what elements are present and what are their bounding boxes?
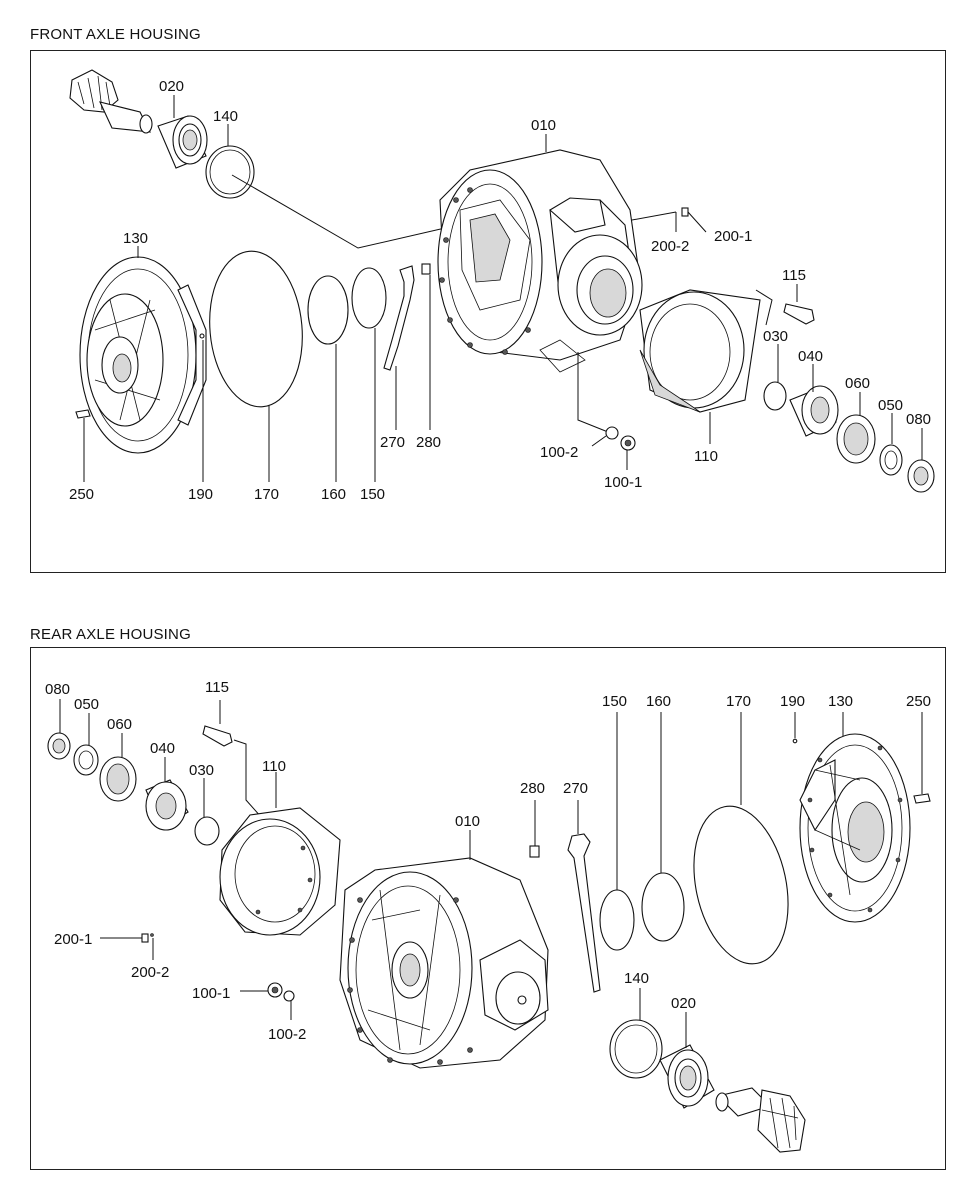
rear-label-200-2: 200-2	[131, 964, 169, 981]
rear-bolt-250	[913, 793, 931, 804]
front-tube-270	[383, 265, 415, 371]
front-label-270: 270	[380, 434, 405, 451]
front-oring-160	[307, 275, 349, 345]
rear-label-050: 050	[74, 696, 99, 713]
rear-label-020: 020	[671, 995, 696, 1012]
rear-sleeve-110	[219, 807, 341, 936]
front-label-100-2: 100-2	[540, 444, 578, 461]
front-label-115: 115	[782, 267, 806, 284]
front-assembly-line-140	[231, 174, 446, 249]
front-oring-150	[351, 267, 387, 329]
front-fitting-280	[421, 263, 431, 275]
rear-bearing-040	[145, 779, 189, 831]
front-label-010: 010	[531, 117, 556, 134]
rear-label-100-1: 100-1	[192, 985, 230, 1002]
front-bearing-020	[157, 115, 208, 169]
front-diagram-frame	[30, 50, 946, 573]
rear-label-170: 170	[726, 693, 751, 710]
front-bearing-040	[789, 385, 839, 437]
rear-oring-030	[194, 816, 220, 846]
rear-label-080: 080	[45, 681, 70, 698]
front-seal-060-inner	[843, 422, 869, 456]
front-label-130: 130	[123, 230, 148, 247]
rear-washer-050	[73, 744, 99, 776]
front-label-110: 110	[694, 448, 718, 465]
front-sleeve-110	[639, 289, 761, 413]
front-pinion-gear	[69, 69, 153, 134]
front-pin-190	[199, 333, 205, 339]
rear-diagram-frame	[30, 647, 946, 1170]
rear-label-040: 040	[150, 740, 175, 757]
rear-label-270: 270	[563, 780, 588, 797]
front-plug-200-1	[681, 207, 689, 217]
front-bolt-250	[75, 409, 91, 419]
rear-bearing-020	[659, 1044, 715, 1109]
rear-ball-200-2	[150, 933, 154, 937]
front-label-030: 030	[763, 328, 788, 345]
rear-label-060: 060	[107, 716, 132, 733]
front-oring-100-2	[605, 426, 619, 440]
front-leader-115-assembly	[755, 289, 773, 326]
front-oring-030	[763, 381, 787, 411]
rear-label-010: 010	[455, 813, 480, 830]
rear-oring-140	[609, 1019, 663, 1079]
rear-pin-190	[792, 738, 798, 744]
front-label-060: 060	[845, 375, 870, 392]
rear-label-250: 250	[906, 693, 931, 710]
rear-oring-170	[693, 805, 789, 965]
front-label-050: 050	[878, 397, 903, 414]
rear-label-140: 140	[624, 970, 649, 987]
front-leader-200-1	[687, 211, 707, 233]
front-label-150: 150	[360, 486, 385, 503]
front-leader-200-2	[631, 211, 677, 221]
rear-pinion-gear	[715, 1087, 806, 1153]
front-label-140: 140	[213, 108, 238, 125]
front-oring-140-inner	[209, 149, 251, 195]
front-oring-140	[205, 145, 255, 199]
front-washer-050	[879, 444, 903, 476]
front-cover-130	[79, 256, 207, 454]
front-oring-170	[209, 250, 303, 408]
front-housing-010	[437, 149, 643, 373]
rear-cover-130	[799, 733, 911, 923]
front-label-020: 020	[159, 78, 184, 95]
front-label-160: 160	[321, 486, 346, 503]
rear-housing-010	[339, 857, 549, 1069]
rear-label-110: 110	[262, 758, 286, 775]
front-label-190: 190	[188, 486, 213, 503]
rear-label-200-1: 200-1	[54, 931, 92, 948]
front-label-250: 250	[69, 486, 94, 503]
rear-label-160: 160	[646, 693, 671, 710]
front-label-200-2: 200-2	[651, 238, 689, 255]
rear-tube-270	[567, 833, 601, 993]
front-label-100-1: 100-1	[604, 474, 642, 491]
front-bolt-115	[783, 303, 815, 325]
rear-label-190: 190	[780, 693, 805, 710]
front-label-200-1: 200-1	[714, 228, 752, 245]
rear-label-280: 280	[520, 780, 545, 797]
rear-section-title: REAR AXLE HOUSING	[30, 626, 191, 643]
rear-label-030: 030	[189, 762, 214, 779]
rear-label-100-2: 100-2	[268, 1026, 306, 1043]
rear-bolt-115	[202, 725, 233, 747]
rear-label-115: 115	[205, 679, 229, 696]
front-label-080: 080	[906, 411, 931, 428]
front-section-title: FRONT AXLE HOUSING	[30, 26, 201, 43]
rear-label-150: 150	[602, 693, 627, 710]
front-leader-100	[577, 352, 609, 433]
rear-oring-100-2	[283, 990, 295, 1002]
front-label-280: 280	[416, 434, 441, 451]
front-leader-100-2	[591, 435, 607, 447]
rear-label-130: 130	[828, 693, 853, 710]
rear-plug-200-1	[141, 933, 149, 943]
front-label-170: 170	[254, 486, 279, 503]
rear-oring-160	[641, 872, 685, 942]
rear-leader-115-assembly	[233, 739, 263, 819]
front-label-040: 040	[798, 348, 823, 365]
